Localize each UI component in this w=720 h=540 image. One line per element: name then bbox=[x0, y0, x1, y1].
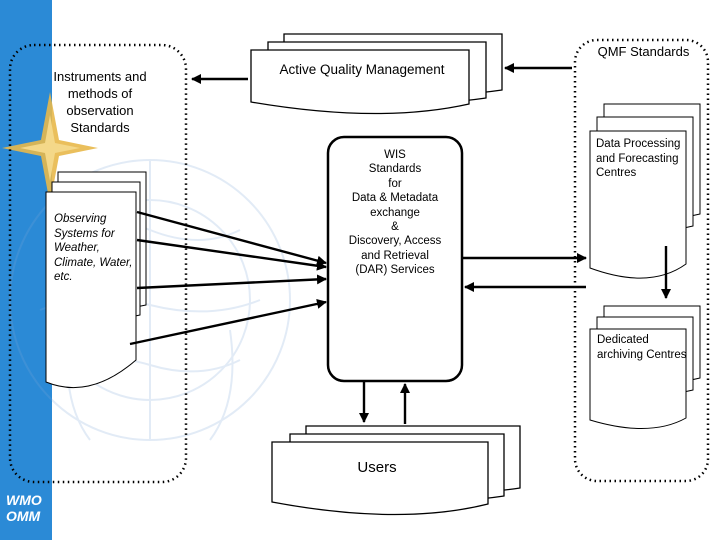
observing-systems-doc-stack bbox=[45, 171, 147, 389]
compass-star-icon bbox=[2, 92, 98, 204]
wis-line: Standards bbox=[368, 163, 422, 176]
wis-line: (DAR) Services bbox=[355, 264, 435, 277]
logo-line-omm: OMM bbox=[6, 508, 41, 524]
wmo-omm-logo: WMO OMM bbox=[6, 492, 42, 524]
instruments-standards-label: Instruments and methods of observation S… bbox=[53, 69, 147, 135]
connector-arrows bbox=[129, 63, 671, 424]
data-processing-label: Data Processing and Forecasting Centres bbox=[596, 138, 681, 179]
qmf-standards-label: QMF Standards bbox=[597, 44, 690, 59]
wis-box bbox=[326, 135, 464, 383]
instruments-region bbox=[8, 43, 188, 484]
wis-line: Data & Metadata bbox=[351, 192, 439, 205]
arrow-obs-4-to-wis bbox=[129, 298, 327, 346]
arrow-obs-2-to-wis bbox=[136, 238, 327, 271]
wis-line: for bbox=[388, 177, 402, 190]
data-processing-doc-stack bbox=[589, 103, 701, 279]
arrow-obs-1-to-wis bbox=[136, 210, 327, 266]
logo-line-wmo: WMO bbox=[6, 492, 42, 508]
wis-line: exchange bbox=[370, 206, 420, 219]
dedicated-archiving-label: Dedicated archiving Centres bbox=[597, 334, 687, 361]
active-quality-management-label: Active Quality Management bbox=[279, 62, 445, 77]
users-label: Users bbox=[357, 459, 397, 476]
wis-line: and Retrieval bbox=[361, 249, 429, 262]
arrow-obs-3-to-wis bbox=[136, 274, 327, 290]
wis-line: WIS bbox=[384, 149, 406, 161]
wmo-sidebar-band: WMO OMM bbox=[0, 0, 52, 540]
wis-line: Discovery, Access bbox=[348, 235, 442, 248]
observing-systems-label: Observing Systems for Weather, Climate, … bbox=[54, 213, 133, 283]
users-doc-stack bbox=[271, 425, 521, 516]
wis-standards-label: WIS Standards for Data & Metadata exchan… bbox=[333, 148, 457, 278]
archiving-doc-stack bbox=[589, 305, 701, 430]
aqm-doc-stack bbox=[250, 33, 503, 115]
wis-line: & bbox=[391, 221, 399, 234]
